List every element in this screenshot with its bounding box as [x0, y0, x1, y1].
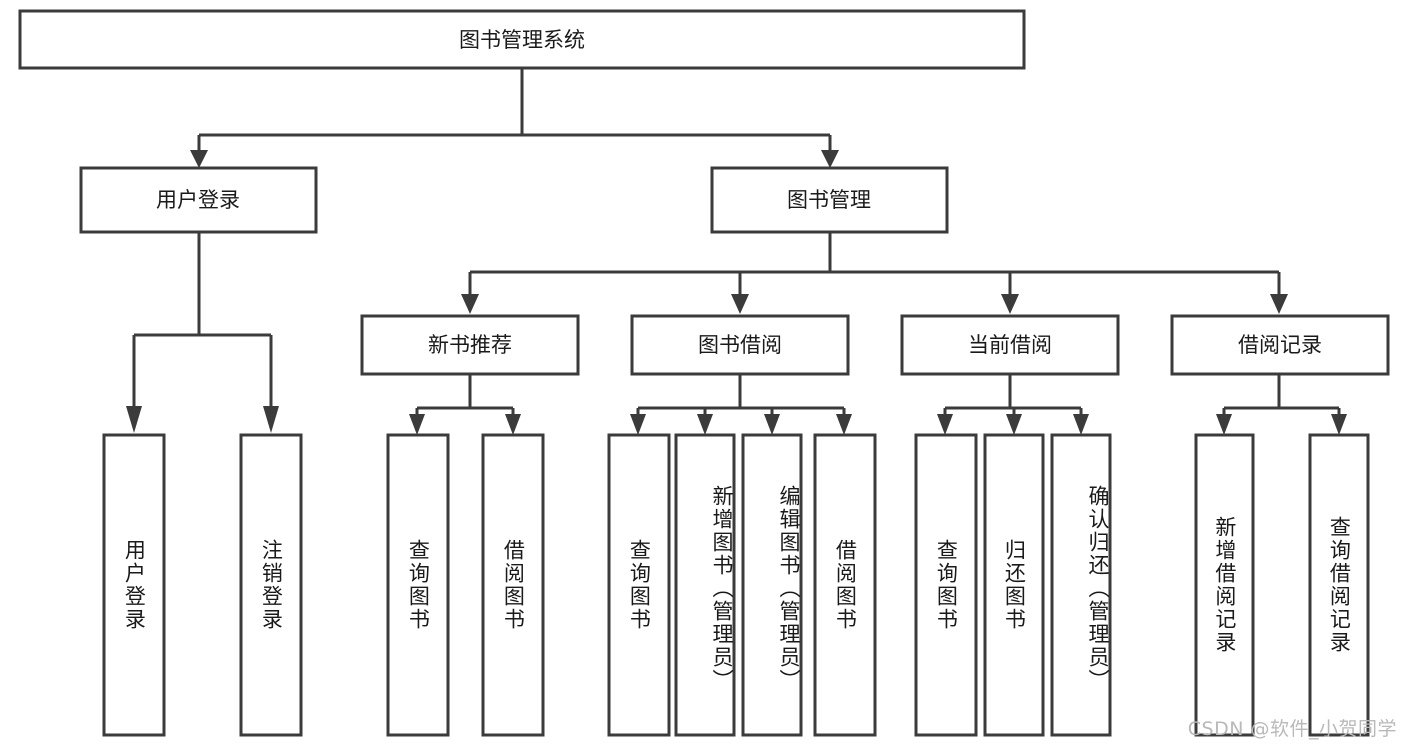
node-borrow-record-box[interactable]	[1170, 314, 1390, 376]
arrow-head-book-borrow	[731, 294, 749, 314]
node-current-borrow-label: 当前借阅	[968, 333, 1052, 357]
node-book-manage-label: 图书管理	[787, 188, 871, 212]
leaf-add-book-box[interactable]	[674, 433, 736, 737]
arrow-head-leaf-add-book	[697, 414, 713, 435]
connectors-book-manage-to-level3	[461, 232, 1288, 314]
node-current-borrow[interactable]: 当前借阅	[900, 314, 1120, 376]
arrow-head-leaf-logout-login	[263, 406, 279, 433]
node-book-borrow[interactable]: 图书借阅	[630, 314, 850, 376]
connectors-current-borrow-to-leaves	[937, 374, 1089, 435]
node-root-label: 图书管理系统	[459, 28, 585, 52]
leaf-user-login-box[interactable]	[102, 433, 166, 737]
arrow-head-new-book-recommend	[461, 294, 479, 314]
arrow-head-leaf-edit-book	[764, 414, 780, 435]
arrow-head-leaf-query-book-3	[937, 414, 953, 435]
leaf-add-record-box[interactable]	[1194, 433, 1255, 737]
node-new-book-recommend-label: 新书推荐	[428, 333, 512, 357]
leaf-logout-login-box[interactable]	[239, 433, 303, 737]
arrow-head-book-manage	[821, 150, 839, 168]
arrow-head-leaf-query-book-2	[630, 414, 646, 435]
arrow-head-leaf-return-book	[1006, 414, 1022, 435]
arrow-head-leaf-borrow-book-1	[505, 414, 521, 435]
leaf-borrow-book-1-box[interactable]	[481, 433, 545, 737]
node-user-login-box[interactable]	[79, 166, 318, 234]
node-user-login[interactable]: 用户登录	[79, 166, 318, 234]
arrow-head-leaf-query-record	[1331, 414, 1347, 435]
leaf-return-book-box[interactable]	[983, 433, 1045, 737]
arrow-head-leaf-add-record	[1216, 414, 1232, 435]
leaf-edit-book-box[interactable]	[741, 433, 803, 737]
arrow-head-leaf-confirm-return	[1073, 414, 1089, 435]
leaf-query-book-2-box[interactable]	[607, 433, 671, 737]
watermark: CSDN @软件_小贺同学	[1187, 718, 1397, 740]
leaf-confirm-return-box[interactable]	[1050, 433, 1112, 737]
node-borrow-record[interactable]: 借阅记录	[1170, 314, 1390, 376]
node-book-borrow-label: 图书借阅	[698, 333, 782, 357]
node-book-borrow-box[interactable]	[630, 314, 850, 376]
arrow-head-borrow-record	[1270, 294, 1288, 314]
arrow-head-leaf-user-login	[126, 406, 142, 433]
connectors-root-to-level2	[190, 68, 839, 168]
leaf-borrow-book-2-box[interactable]	[813, 433, 877, 737]
node-current-borrow-box[interactable]	[900, 314, 1120, 376]
node-root-box[interactable]	[18, 9, 1026, 70]
connectors-user-login-to-leaves	[126, 232, 279, 433]
leaf-query-book-3-box[interactable]	[914, 433, 978, 737]
node-new-book-recommend-box[interactable]	[360, 314, 580, 376]
node-root[interactable]: 图书管理系统	[18, 9, 1026, 70]
node-book-manage-box[interactable]	[710, 166, 949, 234]
connectors-new-book-recommend-to-leaves	[409, 374, 521, 435]
leaf-query-record-box[interactable]	[1308, 433, 1370, 737]
arrow-head-current-borrow	[1001, 294, 1019, 314]
connectors-borrow-record-to-leaves	[1216, 374, 1347, 435]
node-new-book-recommend[interactable]: 新书推荐	[360, 314, 580, 376]
connectors-book-borrow-to-leaves	[630, 374, 852, 435]
node-user-login-label: 用户登录	[156, 188, 240, 212]
arrow-head-user-login	[190, 150, 208, 168]
node-borrow-record-label: 借阅记录	[1238, 333, 1322, 357]
leaf-query-book-1-box[interactable]	[386, 433, 450, 737]
node-book-manage[interactable]: 图书管理	[710, 166, 949, 234]
arrow-head-leaf-query-book-1	[409, 414, 425, 435]
leaf-boxes	[102, 433, 1370, 737]
arrow-head-leaf-borrow-book-2	[836, 414, 852, 435]
